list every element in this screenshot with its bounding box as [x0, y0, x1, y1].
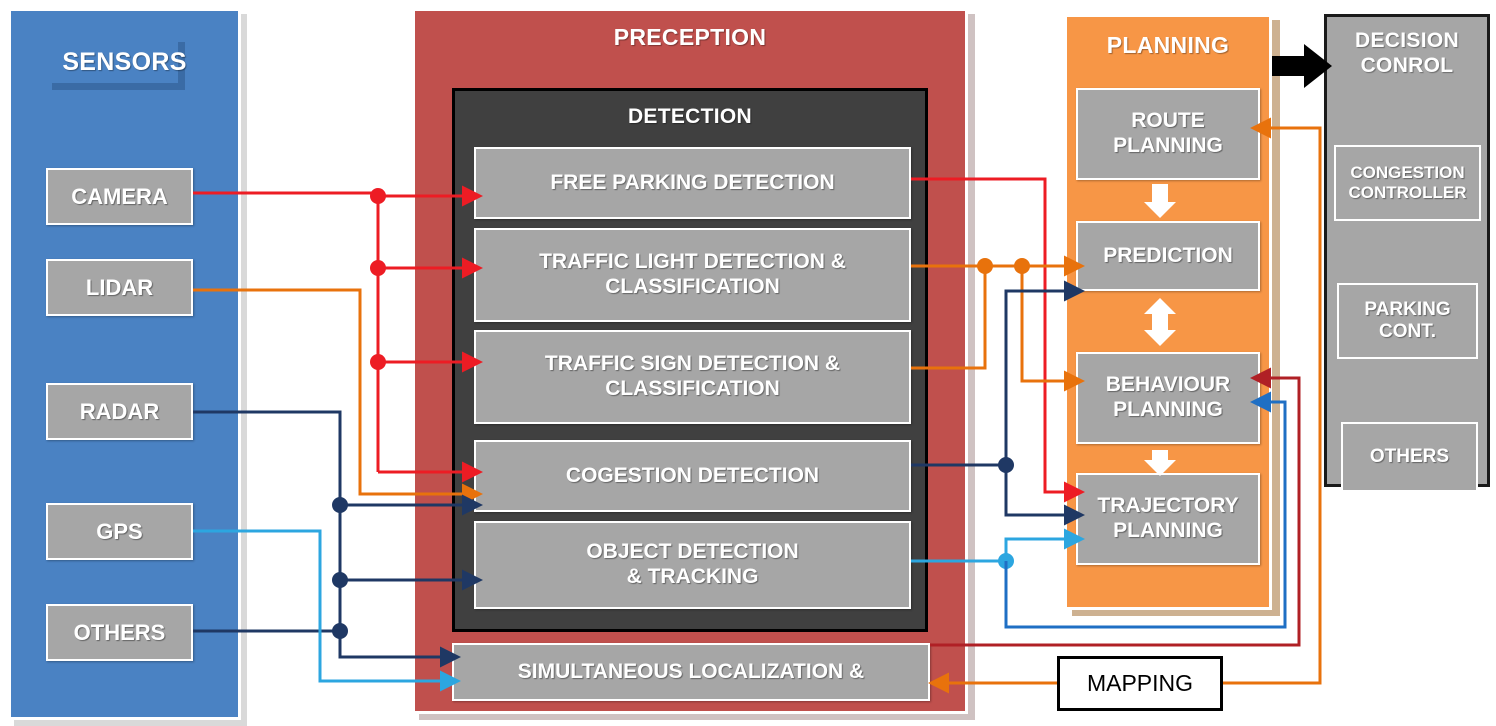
sensor-box-lidar[interactable]: LIDAR	[46, 259, 193, 316]
decision-label: CONGESTION CONTROLLER	[1348, 162, 1467, 202]
planning-label: BEHAVIOUR PLANNING	[1105, 373, 1231, 421]
detection-box-object-tracking[interactable]: OBJECT DETECTION & TRACKING	[474, 521, 911, 609]
sensor-label: OTHERS	[73, 619, 166, 645]
sensors-title-bracket-vertical	[178, 42, 185, 90]
planning-box-route[interactable]: ROUTE PLANNING	[1076, 88, 1260, 180]
planning-label: TRAJECTORY PLANNING	[1097, 494, 1239, 542]
detection-label: COGESTION DETECTION	[565, 463, 820, 487]
decision-control-panel	[1324, 14, 1490, 487]
decision-box-others[interactable]: OTHERS	[1341, 422, 1478, 492]
planning-label: PREDICTION	[1103, 243, 1233, 267]
detection-label: OBJECT DETECTION & TRACKING	[586, 540, 799, 588]
sensor-label: RADAR	[79, 398, 160, 424]
decision-box-parking-cont[interactable]: PARKING CONT.	[1337, 283, 1478, 359]
sensor-label: LIDAR	[85, 274, 154, 300]
decision-label: OTHERS	[1369, 445, 1450, 467]
detection-box-traffic-light[interactable]: TRAFFIC LIGHT DETECTION & CLASSIFICATION	[474, 228, 911, 322]
sensor-label: GPS	[96, 518, 143, 544]
sensor-box-radar[interactable]: RADAR	[46, 383, 193, 440]
slam-box[interactable]: SIMULTANEOUS LOCALIZATION &	[452, 643, 930, 701]
detection-label: FREE PARKING DETECTION	[550, 170, 835, 194]
detection-box-traffic-sign[interactable]: TRAFFIC SIGN DETECTION & CLASSIFICATION	[474, 330, 911, 424]
planning-label: ROUTE PLANNING	[1113, 109, 1223, 157]
mapping-label: MAPPING	[1086, 670, 1194, 696]
planning-to-decision-arrow	[1272, 44, 1332, 88]
detection-label: TRAFFIC LIGHT DETECTION & CLASSIFICATION	[539, 250, 846, 298]
slam-label: SIMULTANEOUS LOCALIZATION &	[517, 659, 865, 683]
mapping-box[interactable]: MAPPING	[1057, 656, 1223, 711]
sensor-box-others[interactable]: OTHERS	[46, 604, 193, 661]
sensor-label: CAMERA	[71, 183, 168, 209]
detection-box-free-parking[interactable]: FREE PARKING DETECTION	[474, 147, 911, 219]
sensor-box-camera[interactable]: CAMERA	[46, 168, 193, 225]
detection-box-congestion[interactable]: COGESTION DETECTION	[474, 440, 911, 512]
sensor-box-gps[interactable]: GPS	[46, 503, 193, 560]
planning-box-behaviour[interactable]: BEHAVIOUR PLANNING	[1076, 352, 1260, 444]
planning-box-trajectory[interactable]: TRAJECTORY PLANNING	[1076, 473, 1260, 565]
decision-box-congestion-controller[interactable]: CONGESTION CONTROLLER	[1334, 145, 1481, 221]
planning-box-prediction[interactable]: PREDICTION	[1076, 221, 1260, 291]
decision-label: PARKING CONT.	[1364, 298, 1451, 342]
detection-label: TRAFFIC SIGN DETECTION & CLASSIFICATION	[544, 352, 841, 400]
sensors-title-bracket-horizontal	[52, 83, 185, 90]
